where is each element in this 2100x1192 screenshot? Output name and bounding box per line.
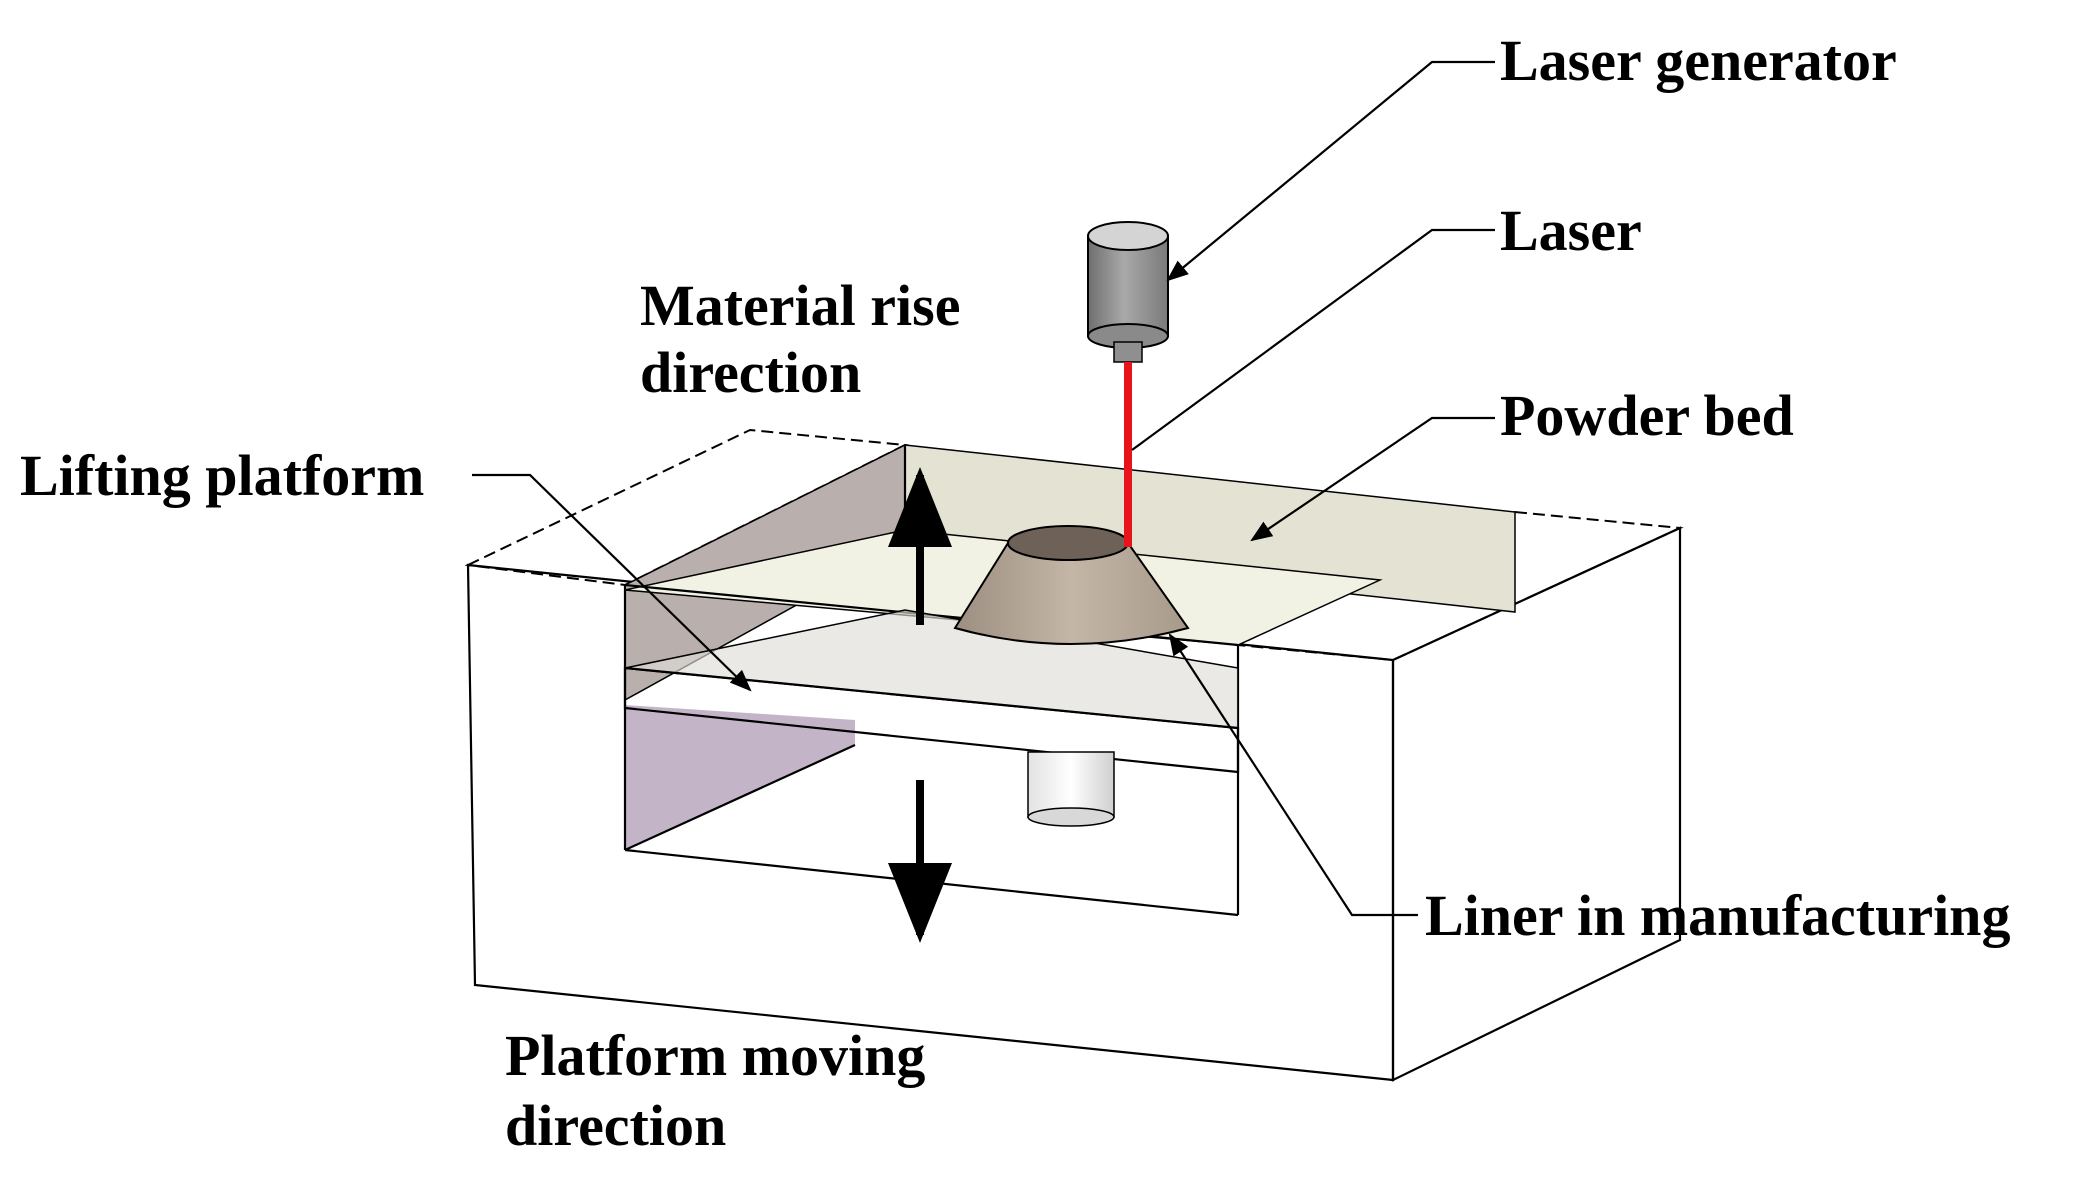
lower-chamber-wall [625,705,855,850]
label-platform-moving-line1: Platform moving [505,1023,925,1088]
laser-generator [1087,221,1169,363]
liner-part [953,525,1190,645]
leader-lines [472,60,1495,917]
machine-side-face [1391,526,1682,1082]
build-chamber [623,443,1516,917]
label-lifting-platform: Lifting platform [20,443,424,508]
piston-cylinder [1027,751,1115,827]
label-laser-generator: Laser generator [1500,28,1897,93]
label-laser: Laser [1500,198,1642,263]
label-material-rise-line1: Material rise [640,273,960,338]
label-liner-in-manufacturing: Liner in manufacturing [1425,883,2010,948]
label-material-rise-line2: direction [640,340,861,405]
label-platform-moving-line2: direction [505,1093,726,1158]
label-powder-bed: Powder bed [1500,383,1794,448]
laser-beam [1124,362,1132,547]
